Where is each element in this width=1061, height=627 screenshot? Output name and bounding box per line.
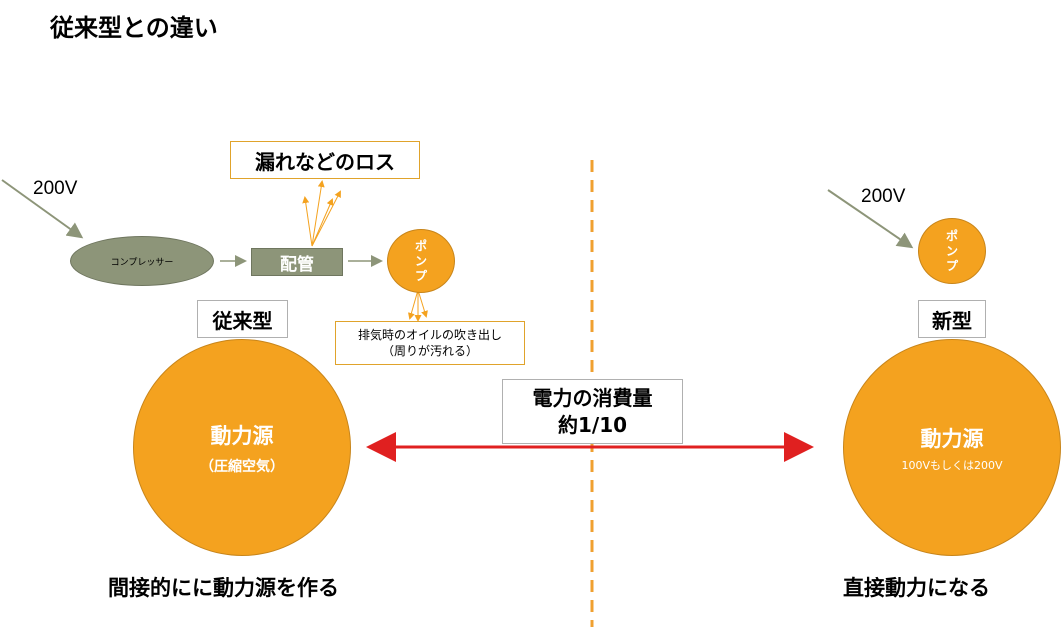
- new-pump-char-2: ン: [945, 243, 958, 258]
- new-pump-node: ポ ン プ: [918, 218, 986, 284]
- loss-label: 漏れなどのロス: [255, 149, 395, 174]
- old-pump-char-3: プ: [414, 268, 427, 283]
- comparison-line-1: 電力の消費量: [532, 385, 653, 410]
- old-type-label: 従来型: [212, 308, 273, 333]
- exhaust-note-line-1: 排気時のオイルの吹き出し: [357, 328, 502, 342]
- new-type-label-box: 新型: [918, 300, 986, 338]
- old-pump-char-1: ポ: [414, 238, 427, 253]
- new-power-source-sub: 100Vもしくは200V: [901, 458, 1003, 472]
- new-caption: 直接動力になる: [843, 576, 990, 600]
- new-power-source: 動力源 100Vもしくは200V: [843, 339, 1061, 556]
- compressor-node: コンプレッサー: [70, 236, 214, 286]
- page-title: 従来型との違い: [50, 14, 218, 42]
- new-pump-char-1: ポ: [945, 228, 958, 243]
- old-pump-char-2: ン: [414, 253, 427, 268]
- pipe-label: 配管: [280, 254, 314, 275]
- loss-label-box: 漏れなどのロス: [230, 141, 420, 179]
- old-caption: 間接的にに動力源を作る: [108, 576, 339, 600]
- old-power-source: 動力源 （圧縮空気）: [133, 339, 351, 556]
- old-power-source-name: 動力源: [210, 423, 274, 448]
- exhaust-arrows: [408, 289, 428, 322]
- compressor-label: コンプレッサー: [110, 257, 174, 268]
- old-voltage-arrow: [1, 179, 84, 239]
- new-type-label: 新型: [932, 308, 972, 333]
- pipe-node: 配管: [251, 248, 343, 276]
- new-voltage-arrow: [827, 189, 914, 249]
- leak-arrows: [302, 180, 341, 247]
- new-voltage-label: 200V: [861, 186, 906, 207]
- comparison-line-2: 約1/10: [557, 412, 628, 437]
- new-power-source-name: 動力源: [920, 426, 984, 451]
- old-type-label-box: 従来型: [197, 300, 288, 338]
- old-power-source-sub: （圧縮空気）: [200, 458, 284, 475]
- old-pump-node: ポ ン プ: [387, 229, 455, 293]
- exhaust-note: 排気時のオイルの吹き出し （周りが汚れる）: [335, 321, 525, 365]
- exhaust-note-line-2: （周りが汚れる）: [381, 344, 478, 358]
- old-voltage-label: 200V: [33, 178, 78, 199]
- new-pump-char-3: プ: [945, 258, 958, 273]
- comparison-box: 電力の消費量 約1/10: [502, 379, 683, 444]
